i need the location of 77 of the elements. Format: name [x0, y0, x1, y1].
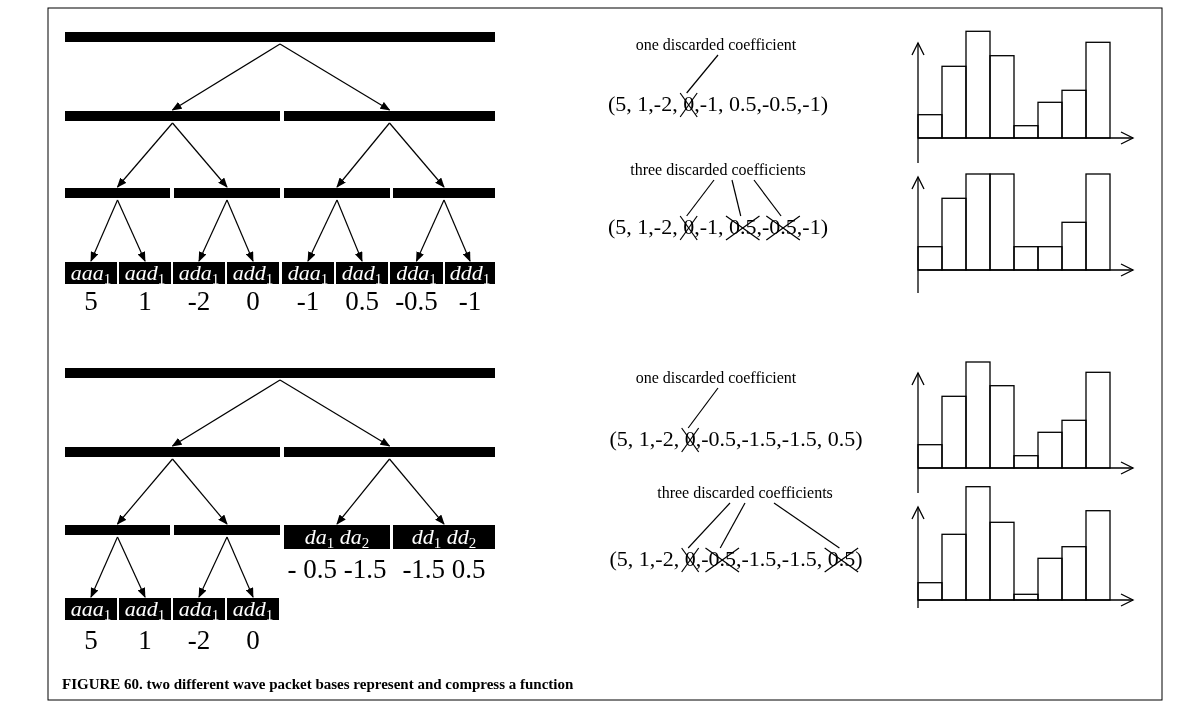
arrow [226, 536, 254, 598]
coefficient-value: 1 [138, 626, 152, 654]
arrow [171, 122, 228, 188]
arrow [336, 199, 363, 262]
coefficient-box: aaa$_{1}$ [65, 598, 117, 620]
coefficient-value: -1 [458, 287, 482, 315]
arrow [388, 458, 445, 525]
leader-line [753, 179, 782, 217]
coefficient-value: 5 [84, 287, 98, 315]
coefficient-box: daa$_{1}$ [282, 262, 334, 284]
coefficient-value: - 0.5 -1.5 [287, 555, 387, 583]
coefficient-value: -1 [296, 287, 320, 315]
subspace-bar [284, 188, 390, 198]
coefficient-value: 0 [246, 626, 260, 654]
figure-caption: FIGURE 60. two different wave packet bases represent and compress a function [62, 676, 574, 693]
arrow [171, 43, 281, 111]
coefficient-value: -0.5 [395, 287, 438, 315]
subspace-bar [65, 525, 170, 535]
arrow [116, 536, 146, 598]
arrow [336, 458, 391, 525]
arrow [443, 199, 471, 262]
annotation-text: three discarded coefficients [630, 161, 806, 179]
arrow [198, 199, 228, 262]
leader-line [719, 502, 746, 549]
subspace-bar [65, 32, 495, 42]
arrow [279, 379, 391, 447]
coefficient-box: ddd$_{1}$ [445, 262, 495, 284]
arrow [415, 199, 445, 262]
arrow [116, 199, 146, 262]
subspace-bar [174, 525, 280, 535]
coefficient-box: aad$_{1}$ [119, 598, 171, 620]
subspace-bar [284, 447, 495, 457]
coefficient-box: ada$_{1}$ [173, 598, 225, 620]
arrow [90, 199, 119, 262]
arrow [171, 458, 228, 525]
leader-line [687, 387, 719, 429]
arrow [226, 199, 254, 262]
coefficient-value: -2 [187, 287, 211, 315]
coefficient-value: -2 [187, 626, 211, 654]
arrow [116, 458, 174, 525]
arrow [171, 379, 281, 447]
arrow [90, 536, 119, 598]
subspace-bar [393, 188, 495, 198]
coefficient-box: dd$_{1}$ dd$_{2}$ [393, 525, 495, 549]
leader-line [686, 179, 715, 217]
coefficient-value: 1 [138, 287, 152, 315]
annotation-text: one discarded coefficient [635, 36, 797, 54]
arrow [116, 122, 174, 188]
coefficient-value: 5 [84, 626, 98, 654]
coefficient-box: aad$_{1}$ [119, 262, 171, 284]
coefficient-box: da$_{1}$ da$_{2}$ [284, 525, 390, 549]
coefficient-box: dad$_{1}$ [336, 262, 388, 284]
leader-line [731, 179, 742, 217]
coefficient-value: 0.5 [345, 287, 379, 315]
arrow [307, 199, 338, 262]
arrow [279, 43, 391, 111]
leader-line [773, 502, 840, 549]
coefficient-box: add$_{1}$ [227, 262, 279, 284]
coefficient-box: aaa$_{1}$ [65, 262, 117, 284]
coefficient-box: dda$_{1}$ [390, 262, 443, 284]
coefficient-box: add$_{1}$ [227, 598, 279, 620]
arrow [388, 122, 445, 188]
leader-line [686, 54, 719, 94]
coefficient-value: -1.5 0.5 [402, 555, 486, 583]
coefficient-box: ada$_{1}$ [173, 262, 225, 284]
arrow [198, 536, 228, 598]
coefficient-value: 0 [246, 287, 260, 315]
subspace-bar [65, 447, 280, 457]
subspace-bar [174, 188, 280, 198]
arrow [336, 122, 391, 188]
subspace-bar [65, 188, 170, 198]
annotation-text: three discarded coefficients [657, 484, 833, 502]
subspace-bar [65, 111, 280, 121]
subspace-bar [65, 368, 495, 378]
subspace-bar [284, 111, 495, 121]
leader-line [687, 502, 731, 549]
annotation-text: one discarded coefficient [635, 369, 797, 387]
